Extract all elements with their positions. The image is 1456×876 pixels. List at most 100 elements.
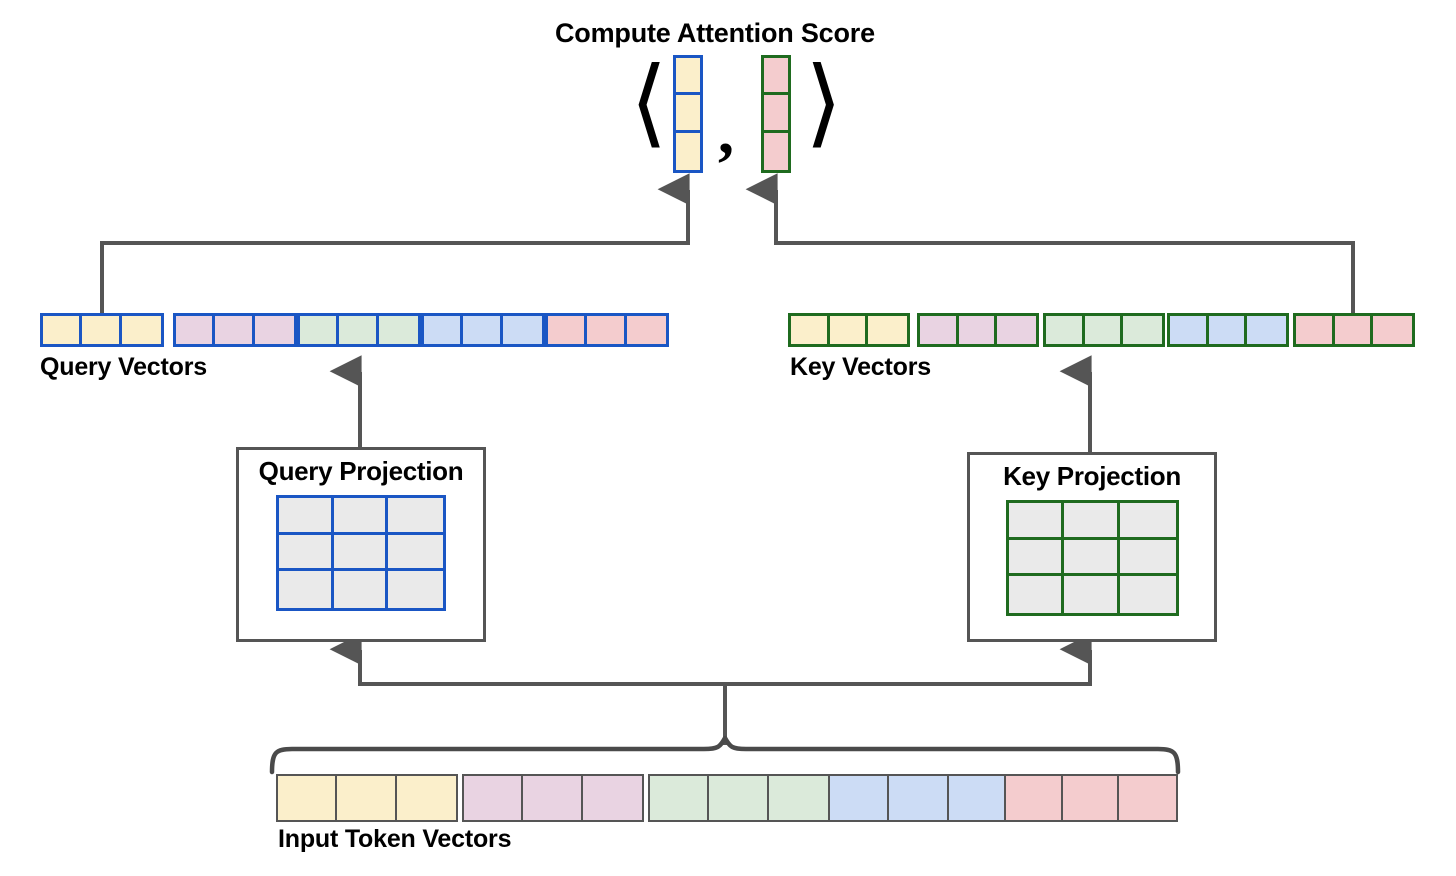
key-cell xyxy=(1247,316,1286,344)
token-cell xyxy=(1119,776,1176,820)
key-projection-box[interactable]: Key Projection xyxy=(967,452,1217,642)
wire-query-to-score xyxy=(100,173,690,330)
query-cell xyxy=(300,316,340,344)
key-vector-block[interactable] xyxy=(1167,313,1289,347)
selected-key-vector[interactable] xyxy=(761,55,791,173)
matrix-cell xyxy=(333,571,389,608)
angle-close-bracket-icon: ⟩ xyxy=(805,46,843,158)
query-vector-cell xyxy=(676,95,700,133)
key-cell xyxy=(997,316,1036,344)
token-cell xyxy=(709,776,769,820)
query-cell xyxy=(424,316,464,344)
key-cell xyxy=(1208,316,1248,344)
token-cell xyxy=(650,776,710,820)
page-title: Compute Attention Score xyxy=(555,18,875,48)
key-cell xyxy=(1373,316,1412,344)
key-vector-cell xyxy=(764,58,788,96)
key-vector-cell xyxy=(764,132,788,170)
matrix-cell xyxy=(388,534,443,572)
token-cell xyxy=(889,776,949,820)
matrix-cell xyxy=(388,498,443,535)
query-projection-title: Query Projection xyxy=(258,456,464,486)
key-cell xyxy=(958,316,998,344)
query-vector-cell xyxy=(676,58,700,96)
token-cell xyxy=(396,776,456,820)
query-cell xyxy=(463,316,503,344)
query-cell xyxy=(121,316,161,344)
query-vector-block[interactable] xyxy=(545,313,669,347)
input-token-block[interactable] xyxy=(462,774,644,822)
token-cell xyxy=(337,776,397,820)
matrix-cell xyxy=(1064,503,1120,540)
token-cell xyxy=(1062,776,1120,820)
query-cell xyxy=(43,316,83,344)
key-vector-block[interactable] xyxy=(917,313,1039,347)
matrix-cell xyxy=(1119,539,1176,577)
inner-product-separator: , xyxy=(718,96,734,167)
matrix-cell xyxy=(1119,503,1176,540)
query-vector-block[interactable] xyxy=(297,313,421,347)
matrix-cell xyxy=(279,534,334,572)
query-vector-block[interactable] xyxy=(173,313,297,347)
matrix-cell xyxy=(279,571,334,608)
token-cell xyxy=(523,776,583,820)
token-cell xyxy=(278,776,338,820)
token-cell xyxy=(464,776,524,820)
query-projection-box[interactable]: Query Projection xyxy=(236,447,486,642)
token-cell xyxy=(1006,776,1063,820)
matrix-cell xyxy=(1119,576,1176,613)
key-vector-block[interactable] xyxy=(1293,313,1415,347)
input-token-block[interactable] xyxy=(276,774,458,822)
matrix-cell xyxy=(333,534,389,572)
matrix-cell xyxy=(1008,539,1065,577)
token-cell xyxy=(948,776,1008,820)
input-token-vectors-label: Input Token Vectors xyxy=(278,825,512,853)
key-cell xyxy=(868,316,907,344)
matrix-cell xyxy=(388,571,443,608)
query-cell xyxy=(82,316,122,344)
key-projection-title: Key Projection xyxy=(1003,461,1181,491)
matrix-cell xyxy=(1064,539,1120,577)
query-cell xyxy=(378,316,418,344)
query-vector-cell xyxy=(676,132,700,170)
key-cell xyxy=(1084,316,1124,344)
key-cell xyxy=(1046,316,1085,344)
input-token-block[interactable] xyxy=(648,774,830,822)
matrix-cell xyxy=(279,498,334,535)
matrix-cell xyxy=(1008,503,1065,540)
input-token-block[interactable] xyxy=(828,774,1010,822)
query-cell xyxy=(548,316,588,344)
matrix-cell xyxy=(333,498,389,535)
key-cell xyxy=(920,316,959,344)
key-vector-block[interactable] xyxy=(1043,313,1165,347)
key-projection-matrix xyxy=(1005,500,1179,616)
key-cell xyxy=(1334,316,1374,344)
selected-query-vector[interactable] xyxy=(673,55,703,173)
query-cell xyxy=(626,316,666,344)
query-cell xyxy=(254,316,294,344)
key-cell xyxy=(1123,316,1162,344)
token-cell xyxy=(768,776,828,820)
input-token-block[interactable] xyxy=(1004,774,1178,822)
key-vector-cell xyxy=(764,95,788,133)
query-vectors-label: Query Vectors xyxy=(40,353,207,381)
wire-key-to-score xyxy=(745,173,1355,330)
query-cell xyxy=(502,316,542,344)
query-cell xyxy=(339,316,379,344)
query-vector-block[interactable] xyxy=(421,313,545,347)
token-cell xyxy=(830,776,890,820)
query-vector-block[interactable] xyxy=(40,313,164,347)
query-cell xyxy=(176,316,216,344)
key-cell xyxy=(791,316,830,344)
key-vectors-label: Key Vectors xyxy=(790,353,931,381)
key-cell xyxy=(1170,316,1209,344)
key-cell xyxy=(829,316,869,344)
query-cell xyxy=(587,316,627,344)
query-projection-matrix xyxy=(276,495,446,611)
attention-score-expression: ⟨ , ⟩ xyxy=(620,46,843,178)
matrix-cell xyxy=(1064,576,1120,613)
key-vector-block[interactable] xyxy=(788,313,910,347)
key-cell xyxy=(1296,316,1335,344)
matrix-cell xyxy=(1008,576,1065,613)
